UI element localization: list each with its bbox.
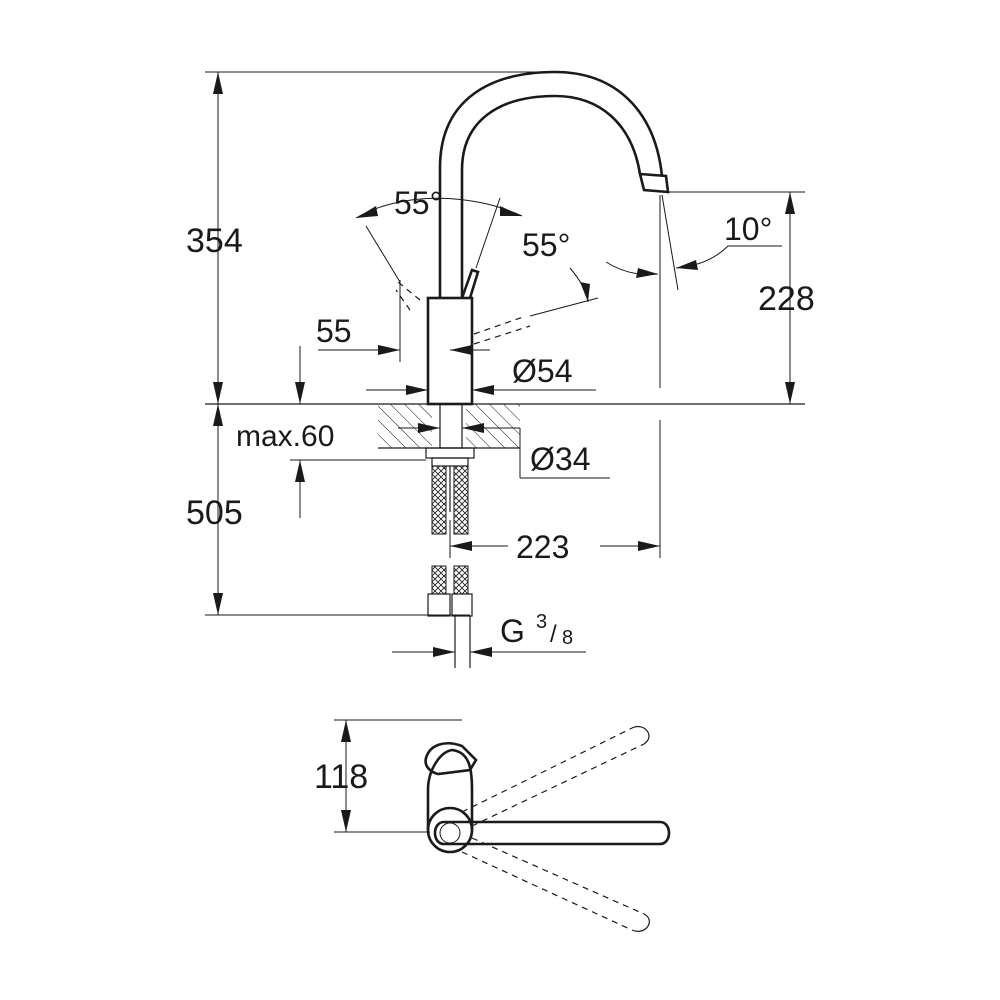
extension-lines	[205, 71, 805, 616]
label-max-60: max.60	[236, 420, 334, 453]
dimension-118: 118	[314, 720, 368, 832]
label-505: 505	[186, 494, 243, 532]
countertop-section	[205, 403, 805, 449]
dimension-55-offset: 55	[316, 313, 490, 355]
dimension-354: 354	[186, 72, 243, 404]
label-connection-numerator: 3	[536, 611, 547, 633]
angle-55-side: 55°	[522, 227, 599, 317]
dimension-diameter-54: Ø54	[366, 353, 596, 395]
spout	[438, 70, 670, 298]
label-228: 228	[758, 280, 815, 318]
label-connection-g: G	[500, 613, 525, 649]
top-view-swivel-range	[461, 726, 650, 932]
dimension-223: 223	[450, 526, 660, 565]
label-354: 354	[186, 222, 243, 260]
label-connection-slash: /	[550, 621, 557, 648]
label-angle-10: 10°	[724, 211, 772, 247]
label-angle-55-side: 55°	[522, 227, 570, 263]
label-223: 223	[516, 529, 569, 565]
label-diameter-34: Ø34	[530, 441, 590, 477]
label-118: 118	[314, 758, 368, 796]
dimension-228: 228	[758, 192, 815, 404]
label-connection-denominator: 8	[562, 627, 573, 649]
dimension-diameter-34: Ø34	[398, 423, 610, 479]
side-view: 354 505 228 max.60	[186, 70, 815, 668]
shank-and-hoses	[425, 403, 475, 668]
angle-55-top: 55°	[355, 185, 523, 283]
dimension-505: 505	[186, 404, 243, 615]
dimension-g-3-8: G 3 / 8	[392, 611, 586, 657]
label-55-offset: 55	[316, 313, 352, 349]
top-view-spout	[433, 820, 671, 846]
label-angle-55-top: 55°	[394, 185, 442, 221]
top-view: 118	[314, 719, 671, 932]
label-diameter-54: Ø54	[512, 353, 572, 389]
angle-10: 10°	[605, 194, 782, 291]
dimension-max-60: max.60	[236, 346, 334, 518]
